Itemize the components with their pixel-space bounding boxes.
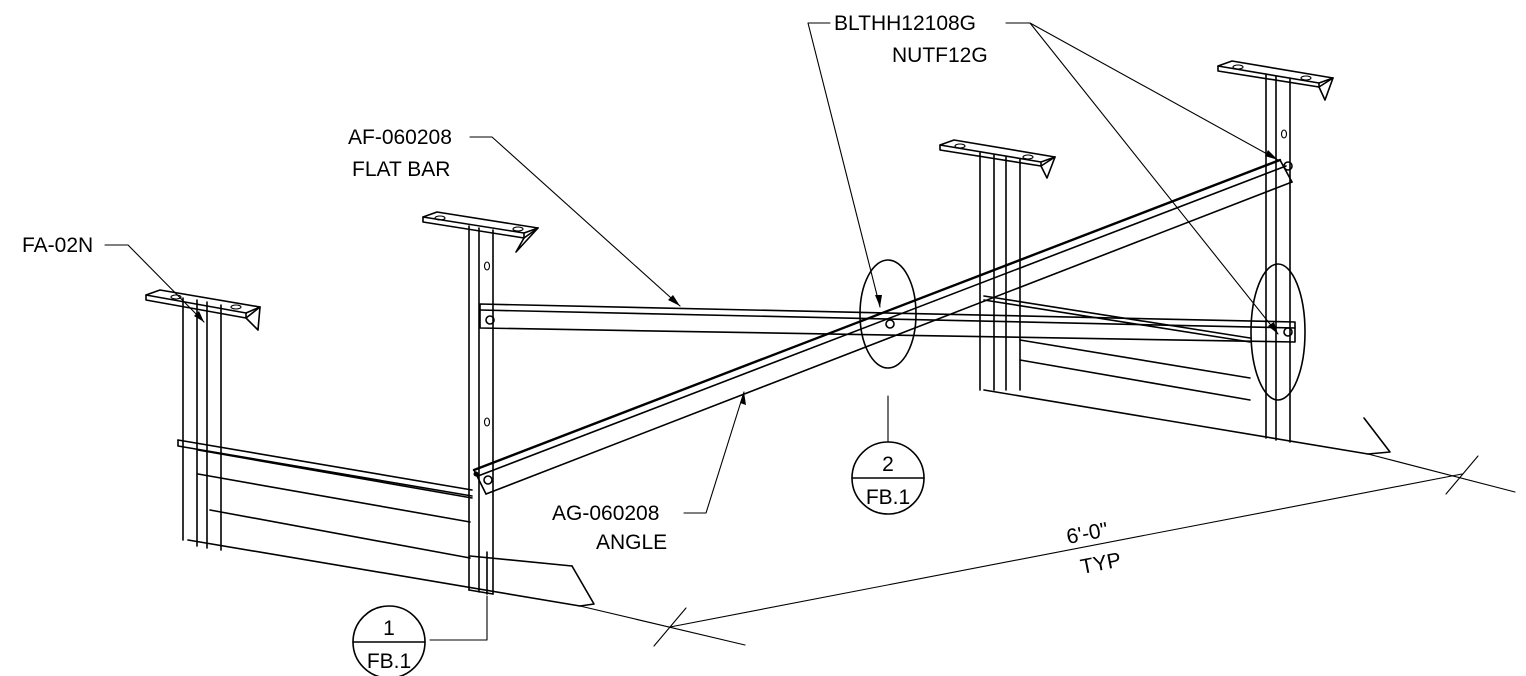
detail-bubble-2[interactable]: 2 FB.1 bbox=[851, 441, 925, 515]
callout-bolt: BLTHH12108G bbox=[834, 12, 976, 35]
callout-fa-02n: FA-02N bbox=[22, 234, 93, 257]
detail-bubble-1[interactable]: 1 FB.1 bbox=[352, 605, 426, 676]
callout-ag-desc: ANGLE bbox=[596, 531, 667, 554]
detail-1-sheet: FB.1 bbox=[367, 650, 411, 673]
left-front-post bbox=[145, 289, 595, 607]
detail-2-boundary bbox=[859, 259, 917, 369]
center-front-post bbox=[422, 211, 539, 595]
detail-1-number: 1 bbox=[383, 617, 395, 640]
dimension-value: 6'-0" bbox=[1065, 518, 1110, 549]
detail-2-sheet: FB.1 bbox=[866, 486, 910, 509]
right-connection-boundary bbox=[1250, 263, 1306, 401]
callout-af-desc: FLAT BAR bbox=[352, 158, 450, 181]
dimension-6ft: 6'-0" TYP bbox=[579, 453, 1516, 647]
callout-nut: NUTF12G bbox=[892, 44, 988, 67]
detail-2-number: 2 bbox=[882, 453, 894, 476]
right-rear-post bbox=[1217, 60, 1334, 443]
leader-lines bbox=[104, 22, 1279, 641]
angle-brace-member bbox=[472, 158, 1293, 495]
rear-center-post bbox=[939, 139, 1391, 455]
callout-af-part: AF-060208 bbox=[348, 126, 452, 149]
callout-ag-part: AG-060208 bbox=[552, 502, 659, 525]
dimension-note: TYP bbox=[1079, 549, 1123, 579]
